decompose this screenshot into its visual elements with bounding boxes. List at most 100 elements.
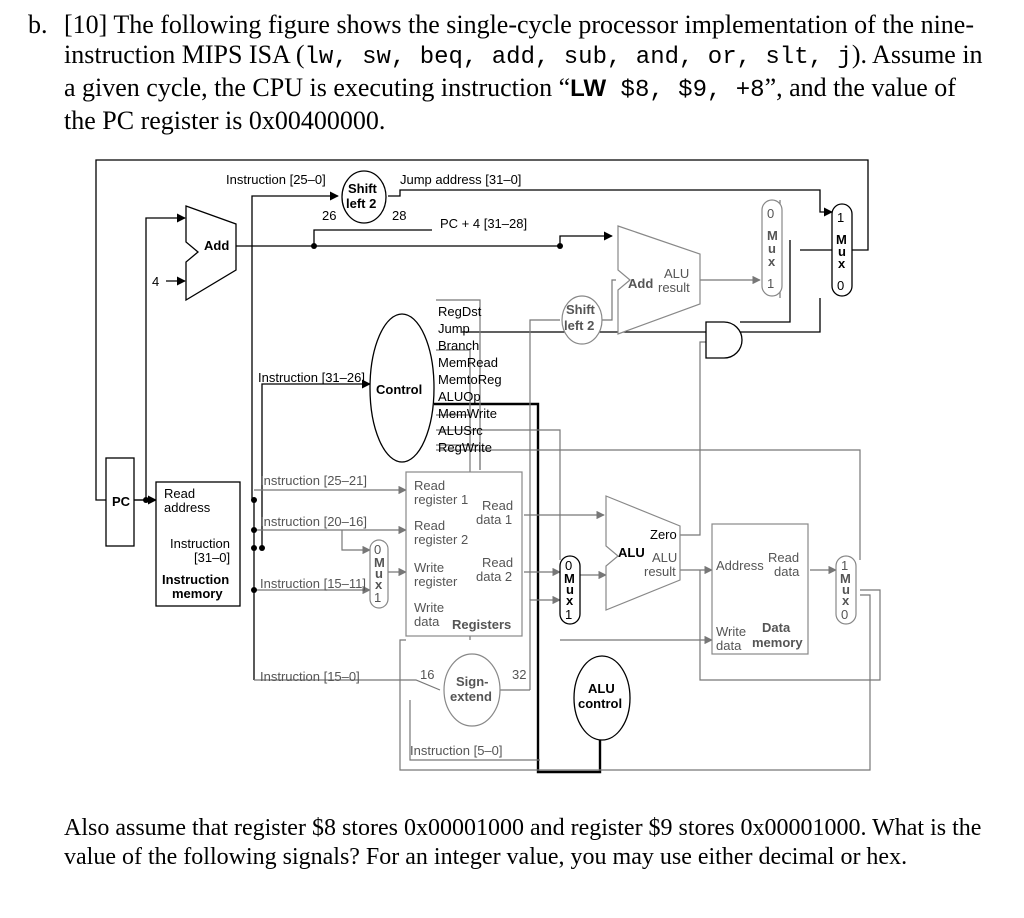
sig-memwrite: MemWrite: [438, 406, 497, 421]
question-label: b.: [28, 10, 48, 39]
instr-args: $8, $9, +8: [606, 77, 765, 104]
rf-read2-b: register 2: [414, 532, 468, 547]
sig-aluop: ALUOp: [438, 389, 481, 404]
instr-15-11-label: Instruction [15–11]: [260, 576, 366, 591]
regdst-mux-m: M: [374, 555, 385, 570]
rf-wdata-b: data: [414, 614, 440, 629]
rf-write-b: register: [414, 574, 458, 589]
sign-ext-a: Sign-: [456, 674, 489, 689]
sign-extend: [443, 653, 501, 727]
branch-mux-1: 1: [767, 276, 774, 291]
memtoreg-mux-1: 1: [841, 558, 848, 573]
data-memory: [711, 523, 809, 655]
branch-mux-u: u: [768, 241, 776, 256]
jump-shift-b: left 2: [346, 196, 376, 211]
jump-shift-a: Shift: [348, 181, 378, 196]
alu-control-b: control: [578, 696, 622, 711]
sig-regdst: RegDst: [438, 304, 482, 319]
alusrc-mux: [559, 555, 581, 625]
sig-branch: Branch: [438, 338, 479, 353]
branch-adder-label: Add: [628, 276, 653, 291]
gray-wires: [254, 200, 881, 771]
pc-label: PC: [112, 494, 131, 509]
instr-25-0-label: Instruction [25–0]: [226, 172, 326, 187]
pc-adder: [185, 205, 237, 302]
jump-address-label: Jump address [31–0]: [400, 172, 521, 187]
n28-label: 28: [392, 208, 406, 223]
sig-alusrc: ALUSrc: [438, 423, 483, 438]
jump-mux-1: 1: [837, 210, 844, 225]
rf-read1-a: Read: [414, 478, 445, 493]
rf-title: Registers: [452, 617, 511, 632]
alusrc-mux-u: u: [566, 582, 574, 597]
imem-instr-b: [31–0]: [194, 550, 230, 565]
question-intro: [10] The following figure shows the sing…: [64, 10, 974, 69]
isa-list: lw, sw, beq, add, sub, and, or, slt, j: [304, 44, 852, 71]
rf-rd1-a: Read: [482, 498, 513, 513]
control-signals: RegDst Jump Branch MemRead MemtoReg ALUO…: [438, 304, 502, 455]
imem-read-a: Read: [164, 486, 195, 501]
alu-control: [573, 655, 631, 741]
branch-mux: [761, 199, 783, 297]
main-alu-res-a: ALU: [652, 550, 677, 565]
alu-control-a: ALU: [588, 681, 615, 696]
imem-title-a: Instruction: [162, 572, 229, 587]
imem-title-b: memory: [172, 586, 223, 601]
jump-mux-m: M: [836, 232, 847, 247]
memtoreg-mux: [835, 555, 857, 625]
alusrc-mux-0: 0: [565, 558, 572, 573]
instr-15-0-label: Instruction [15–0]: [260, 669, 360, 684]
control-unit: [369, 313, 435, 463]
dmem-write-b: data: [716, 638, 742, 653]
regdst-mux-0: 0: [374, 542, 381, 557]
branch-alu-a: ALU: [664, 266, 689, 281]
question-text: [10] The following figure shows the sing…: [64, 10, 994, 136]
rf-rd2-a: Read: [482, 555, 513, 570]
dmem-title-a: Data: [762, 620, 791, 635]
branch-shift-b: left 2: [564, 318, 594, 333]
dmem-address: Address: [716, 558, 764, 573]
dmem-title-b: memory: [752, 635, 803, 650]
jump-mux: [831, 203, 853, 297]
branch-shifter: [561, 295, 603, 345]
jump-mux-x: x: [838, 256, 846, 271]
jump-mux-0: 0: [837, 278, 844, 293]
four-label: 4: [152, 274, 159, 289]
regdst-mux: [369, 539, 389, 609]
question-end: ”, and the value of the PC register is 0…: [64, 73, 956, 135]
jump-mux-u: u: [838, 244, 846, 259]
rf-read2-a: Read: [414, 518, 445, 533]
imem-instr-a: Instruction: [170, 536, 230, 551]
regdst-mux-1: 1: [374, 590, 381, 605]
memtoreg-mux-m: M: [840, 571, 851, 586]
branch-mux-m: M: [767, 228, 778, 243]
sig-memtoreg: MemtoReg: [438, 372, 502, 387]
branch-adder: [617, 225, 701, 335]
question-mid: ). Assume in a given cycle, the CPU is e…: [64, 40, 983, 102]
n32-label: 32: [512, 667, 526, 682]
junction-dots: [143, 243, 563, 593]
alusrc-mux-1: 1: [565, 607, 572, 622]
branch-mux-0: 0: [767, 206, 774, 221]
question-bottom: Also assume that register $8 stores 0x00…: [64, 815, 982, 870]
rf-rd2-b: data 2: [476, 569, 512, 584]
branch-and-gate: [705, 321, 743, 359]
sign-ext-b: extend: [450, 689, 492, 704]
alusrc-mux-x: x: [566, 593, 574, 608]
memtoreg-mux-x: x: [842, 593, 850, 608]
n26-label: 26: [322, 208, 336, 223]
regdst-mux-u: u: [375, 566, 383, 581]
rf-wdata-a: Write: [414, 600, 444, 615]
imem-read-b: address: [164, 500, 211, 515]
register-file: [405, 471, 523, 637]
rf-read1-b: register 1: [414, 492, 468, 507]
zero-label: Zero: [650, 527, 677, 542]
dmem-read-a: Read: [768, 550, 799, 565]
branch-alu-b: result: [658, 280, 690, 295]
instr-25-21-label: Instruction [25–21]: [260, 473, 367, 488]
rf-rd1-b: data 1: [476, 512, 512, 527]
sig-regwrite: RegWrite: [438, 440, 492, 455]
dmem-write-a: Write: [716, 624, 746, 639]
